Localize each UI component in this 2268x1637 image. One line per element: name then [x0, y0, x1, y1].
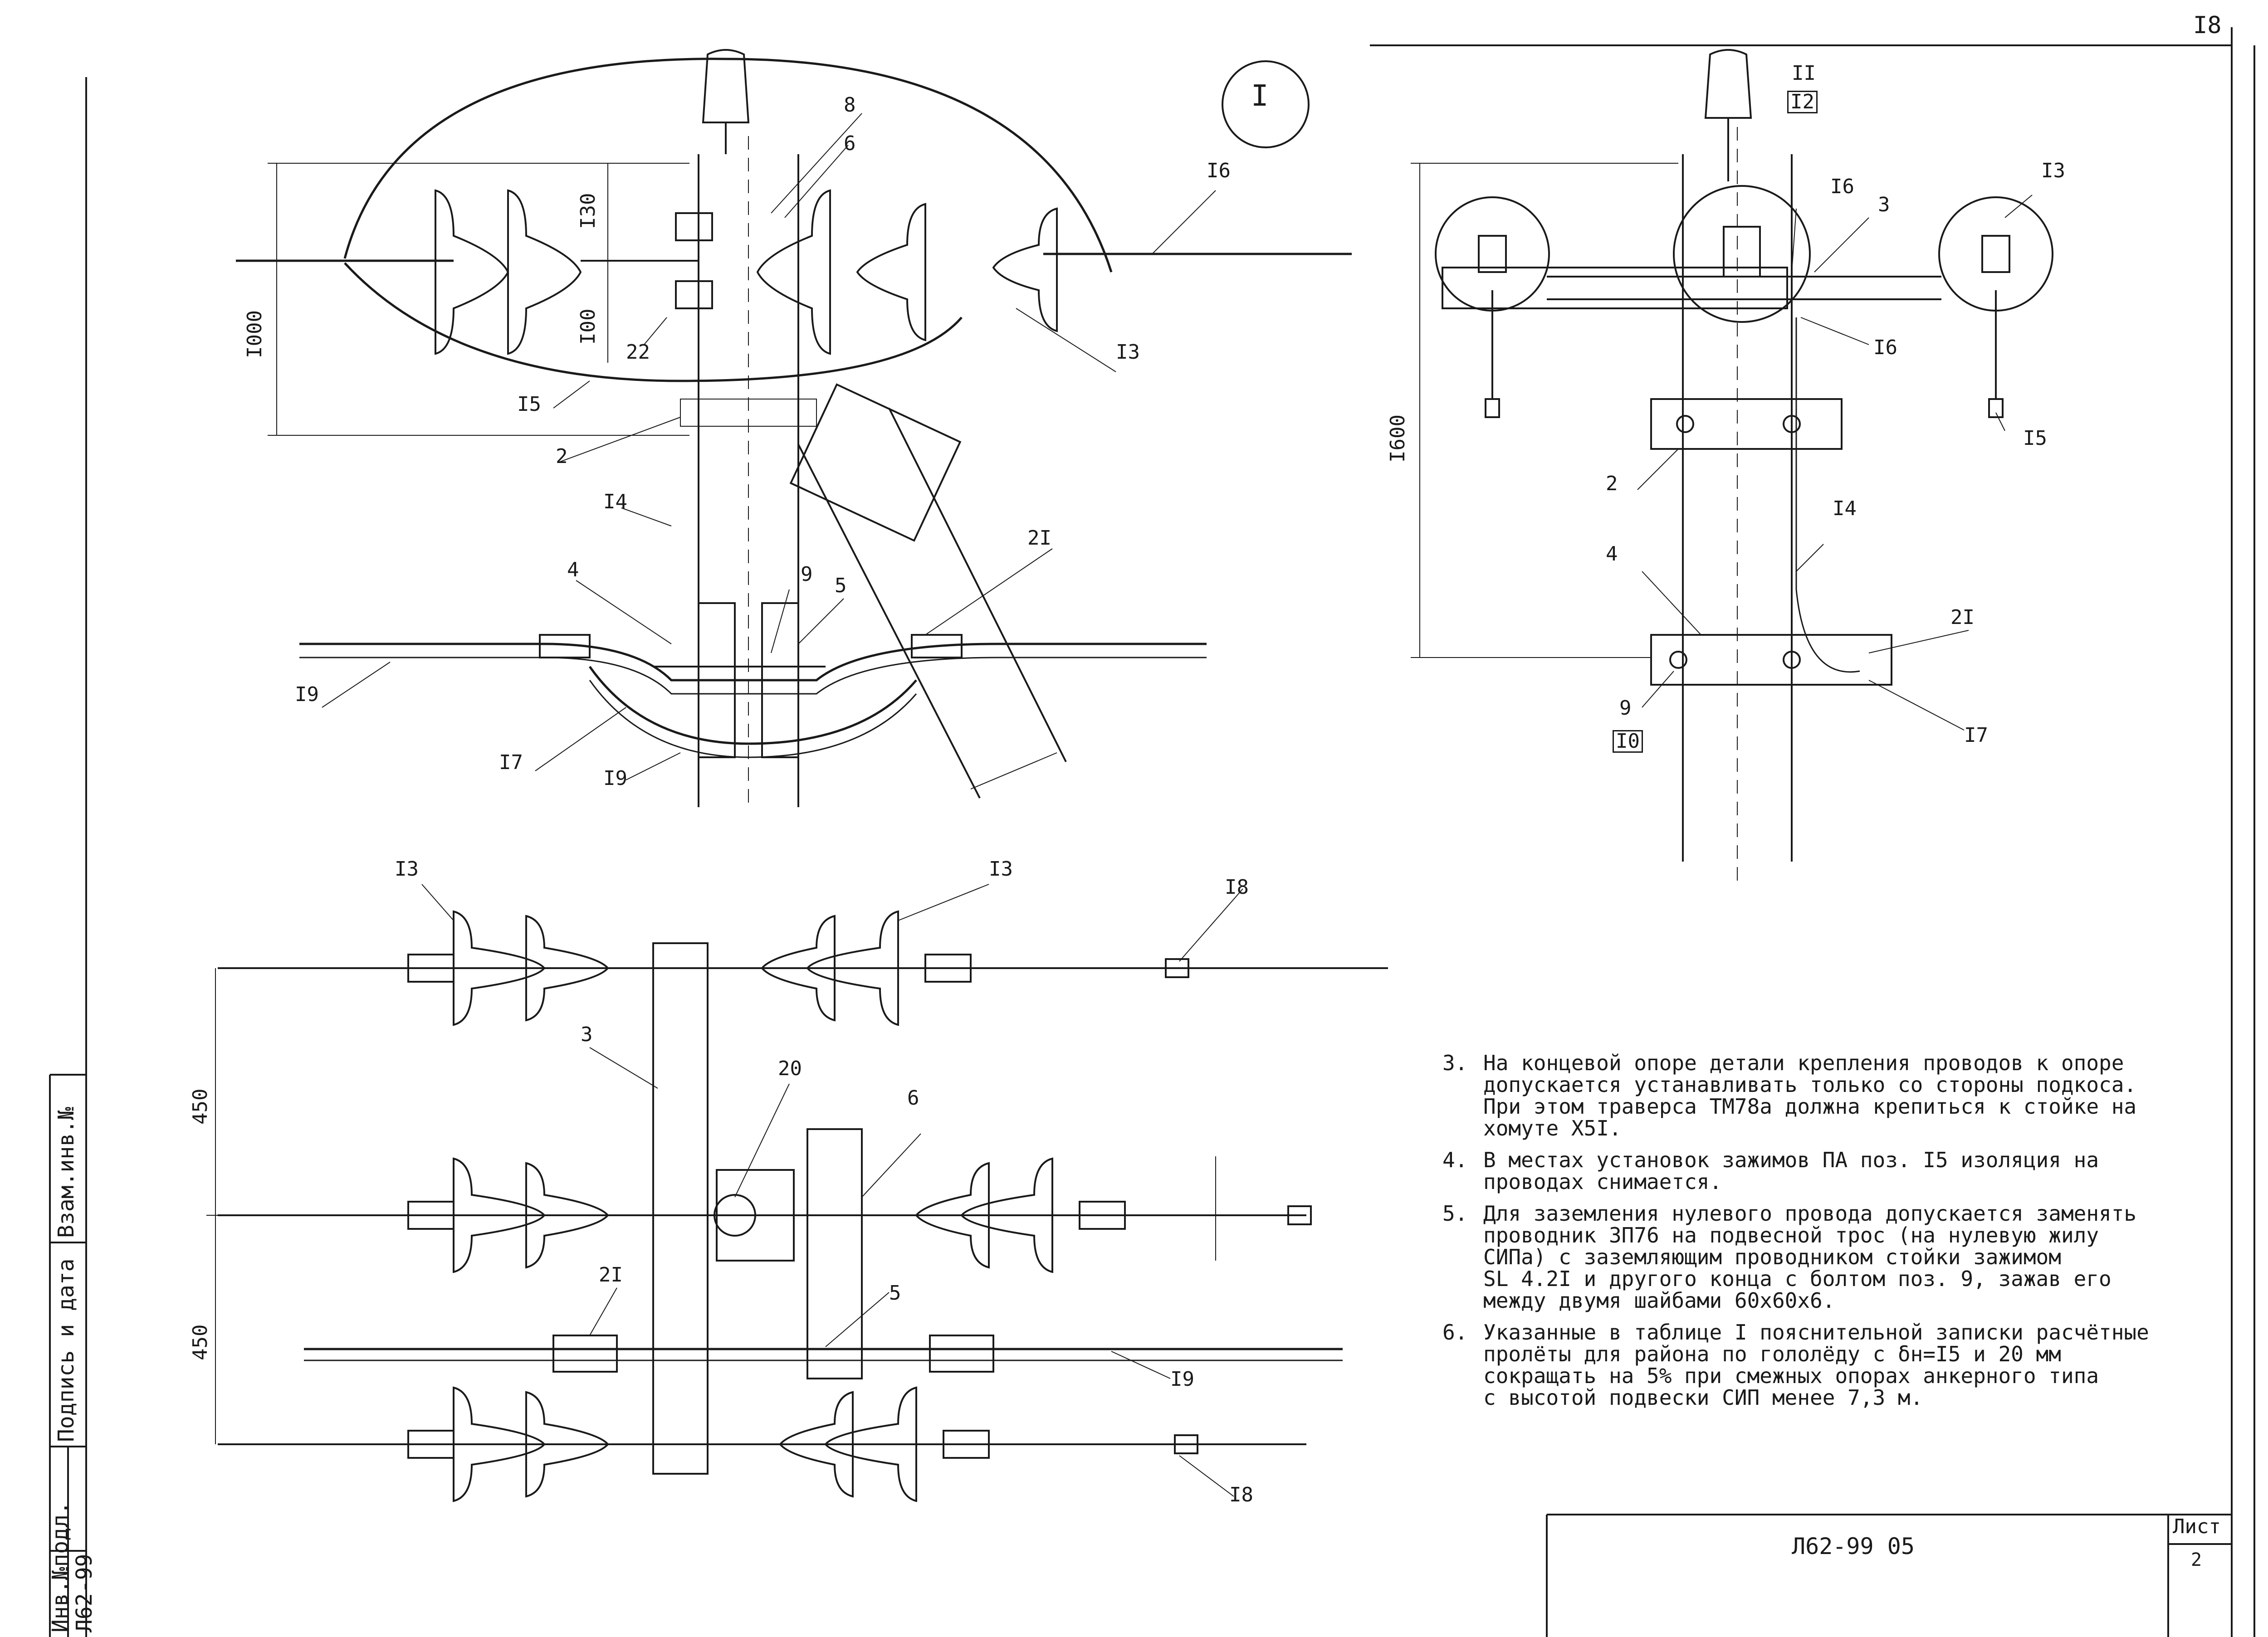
note-text: Указанные в таблице I пояснительной запи… [1483, 1320, 2149, 1410]
corner-sheet-number: I8 [2193, 12, 2222, 39]
dim-100: I00 [577, 308, 600, 345]
pos-label: 2I [1027, 526, 1051, 550]
pos-label: 2I [1950, 606, 1975, 629]
dim-1600: I600 [1386, 414, 1409, 463]
pos-label-boxed: I2 [1787, 91, 1818, 113]
pos-label: I8 [1229, 1483, 1253, 1506]
view-marker-circle [1222, 60, 1310, 148]
pos-label: I3 [989, 857, 1013, 881]
pos-label: I6 [1207, 159, 1231, 182]
document-code: Л62-99 05 [1792, 1533, 1915, 1559]
view-marker-label: I [1251, 79, 1269, 113]
dim-130: I30 [577, 193, 600, 229]
title-block-frame [1546, 1514, 2232, 1637]
pos-label: I6 [1830, 175, 1854, 198]
sip-cable-lower [588, 666, 917, 745]
view-1-anchor-assembly [236, 49, 1352, 807]
pos-label: I9 [1170, 1368, 1194, 1391]
pos-label: 22 [626, 341, 650, 364]
pos-label: I9 [295, 683, 319, 706]
pos-label: II [1792, 62, 1816, 85]
pos-label: 2I [599, 1263, 623, 1286]
note-number: 4. [1442, 1148, 1468, 1172]
pos-label: I7 [499, 751, 523, 774]
pos-label: 3 [1878, 193, 1890, 216]
pos-label: 5 [835, 574, 847, 597]
notes-block: 3. На концевой опоре детали крепления пр… [1442, 1052, 2254, 1418]
pos-label: I7 [1964, 724, 1988, 747]
note-number: 5. [1442, 1201, 1468, 1226]
pos-label: 9 [1619, 697, 1632, 720]
pos-label: I3 [1116, 341, 1140, 364]
note-4: 4. В местах установок зажимов ПА поз. I5… [1442, 1149, 2254, 1193]
side-stamp-inv-podl: Инв.№подл. [48, 1501, 73, 1632]
pos-label: 2 [1606, 472, 1618, 495]
note-number: 3. [1442, 1051, 1468, 1075]
pos-label: I3 [395, 857, 419, 881]
insulator-string-mid-right [915, 1157, 1126, 1273]
pos-label-boxed: I0 [1613, 730, 1643, 753]
pos-label: I5 [517, 393, 541, 416]
sheet-label: Лист [2173, 1515, 2221, 1538]
pos-label: 4 [567, 558, 579, 581]
pos-label: I4 [603, 490, 627, 513]
pos-label: I4 [1833, 497, 1857, 520]
top-pin-insulator [702, 49, 750, 123]
insulator-left-2 [507, 189, 582, 355]
note-3: 3. На концевой опоре детали крепления пр… [1442, 1052, 2254, 1139]
crossarm [1442, 267, 1788, 309]
pos-label: 5 [889, 1281, 901, 1305]
loop-wire [343, 58, 1113, 273]
insulator-string-top-right [761, 910, 972, 1026]
crossarm-plan [652, 942, 709, 1475]
pos-label: I3 [2041, 159, 2065, 182]
pos-label: 8 [844, 93, 856, 117]
note-number: 6. [1442, 1320, 1468, 1345]
sheet-frame [85, 27, 2255, 1637]
side-stamp-podpis: Подпись и дата [54, 1258, 79, 1442]
insulator-left-1 [435, 189, 509, 355]
note-text: Для заземления нулевого провода допускае… [1483, 1201, 2137, 1313]
pos-label: I5 [2023, 427, 2047, 450]
pos-label: 9 [801, 563, 813, 586]
insulator-right-1 [756, 189, 831, 355]
pos-label: I8 [1225, 876, 1249, 899]
dim-450-bottom: 450 [189, 1324, 212, 1360]
pos-label: I6 [1873, 336, 1897, 359]
insulator-disc-center [1673, 185, 1811, 323]
view-3-plan-view [206, 884, 1388, 1502]
sheet-number: 2 [2191, 1549, 2202, 1570]
sip-cable-upper [299, 643, 1207, 682]
insulator-right-3 [992, 207, 1058, 332]
dim-450-top: 450 [189, 1088, 212, 1125]
pos-label: I9 [603, 767, 627, 790]
pos-label: 6 [844, 132, 856, 155]
insulator-string-top-left [407, 910, 609, 1026]
pos-label: 4 [1606, 542, 1618, 565]
pos-label: 6 [907, 1086, 919, 1110]
insulator-string-bottom-right [779, 1386, 990, 1502]
pos-label: 2 [556, 445, 568, 468]
side-stamp-inv-value: Л62-99 [72, 1554, 97, 1632]
note-5: 5. Для заземления нулевого провода допус… [1442, 1203, 2254, 1311]
dim-1000: I000 [243, 310, 266, 358]
side-stamp-frame [49, 1074, 86, 1637]
note-6: 6. Указанные в таблице I пояснительной з… [1442, 1321, 2254, 1408]
insulator-string-mid-left [407, 1157, 609, 1273]
insulator-right-2 [856, 203, 926, 341]
pos-label: 3 [581, 1023, 593, 1046]
side-stamp-vzam: Взам.инв.№ [54, 1107, 79, 1238]
view-2-side-view [1411, 49, 2053, 889]
insulator-string-bottom-left [407, 1386, 609, 1502]
pos-label: 20 [778, 1057, 802, 1080]
note-text: В местах установок зажимов ПА поз. I5 из… [1483, 1148, 2099, 1194]
note-text: На концевой опоре детали крепления прово… [1483, 1051, 2137, 1140]
